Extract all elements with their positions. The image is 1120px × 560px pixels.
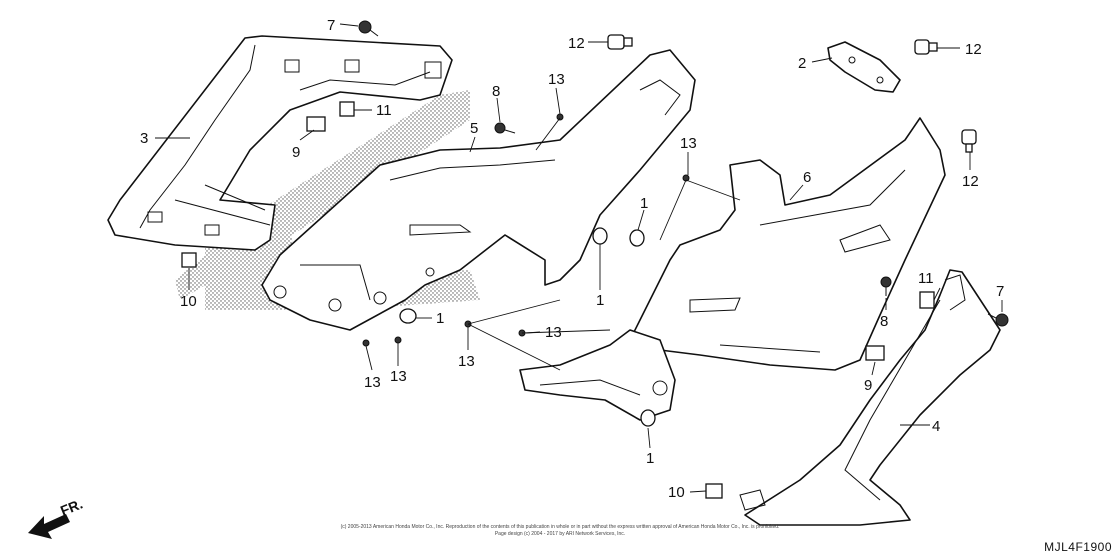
grommet-1-b[interactable] [592,227,608,245]
part-2-trim-piece[interactable] [827,41,901,93]
callout-9-left[interactable]: 9 [292,144,300,161]
grommet-1-c[interactable] [399,308,417,324]
part-lower-floor-panel[interactable] [519,329,676,421]
callout-1-top[interactable]: 1 [640,195,648,212]
callout-13-lower-left[interactable]: 13 [458,353,475,370]
clip-12-right[interactable] [961,129,977,153]
callout-9-right[interactable]: 9 [864,377,872,394]
callout-1-center[interactable]: 1 [596,292,604,309]
callout-2[interactable]: 2 [798,55,806,72]
nut-11-left[interactable] [339,101,355,117]
callout-11-left[interactable]: 11 [376,102,392,119]
screw-7-top-left[interactable] [358,20,379,37]
copyright-line-1: (c) 2005-2013 American Honda Motor Co., … [340,524,780,530]
callout-13-top[interactable]: 13 [548,71,565,88]
callout-13-bottom-left-a[interactable]: 13 [364,374,381,391]
part-4-right-lower-cover[interactable] [739,269,1001,526]
part-5-center-cover[interactable] [261,49,696,331]
grommet-1-a[interactable] [629,229,645,247]
bolt-8-center[interactable] [494,122,516,134]
callout-12-top-center[interactable]: 12 [568,35,585,52]
callout-labels: 7 12 2 12 3 11 9 13 8 5 13 12 6 1 1 10 1… [140,17,1004,501]
callout-8-right[interactable]: 8 [880,313,888,330]
screw-13-f[interactable] [394,336,402,344]
bolt-8-right[interactable] [880,276,892,296]
callout-3[interactable]: 3 [140,130,148,147]
clip-9-right[interactable] [865,345,885,361]
callout-13-center-right[interactable]: 13 [680,135,697,152]
callout-7-top[interactable]: 7 [327,17,335,34]
callout-11-right[interactable]: 11 [918,270,934,287]
callout-12-top-right[interactable]: 12 [965,41,982,58]
clip-12-top-center[interactable] [607,34,633,50]
callout-13-lower-center[interactable]: 13 [545,324,562,341]
part-3-left-inner-cover[interactable] [107,35,453,251]
clip-9-left[interactable] [306,116,326,132]
callout-5[interactable]: 5 [470,120,478,137]
nut-10-left[interactable] [181,252,197,268]
callout-12-right[interactable]: 12 [962,173,979,190]
diagram-code: MJL4F1900 [1044,540,1112,554]
callout-8-center[interactable]: 8 [492,83,500,100]
front-direction-arrow-icon [28,514,70,539]
screw-13-a[interactable] [556,113,564,121]
grommet-1-d[interactable] [640,409,656,427]
copyright-notice: (c) 2005-2013 American Honda Motor Co., … [300,524,820,538]
callout-1-bottom[interactable]: 1 [646,450,654,467]
callout-10-left[interactable]: 10 [180,293,197,310]
callout-10-bottom[interactable]: 10 [668,484,685,501]
callout-13-bottom-left-b[interactable]: 13 [390,368,407,385]
nut-10-bottom[interactable] [705,483,723,499]
callout-1-left[interactable]: 1 [436,310,444,327]
callout-4[interactable]: 4 [932,418,940,435]
leader-lines [155,23,1003,493]
part-6-right-outer-cover[interactable] [629,117,946,371]
clip-12-top-right[interactable] [914,39,938,55]
copyright-line-2: Page design (c) 2004 - 2017 by ARI Netwo… [494,531,626,537]
nut-11-right[interactable] [919,291,935,309]
callout-6[interactable]: 6 [803,169,811,186]
callout-7-right[interactable]: 7 [996,283,1004,300]
screw-7-right[interactable] [987,313,1009,327]
screw-13-e[interactable] [362,339,370,347]
